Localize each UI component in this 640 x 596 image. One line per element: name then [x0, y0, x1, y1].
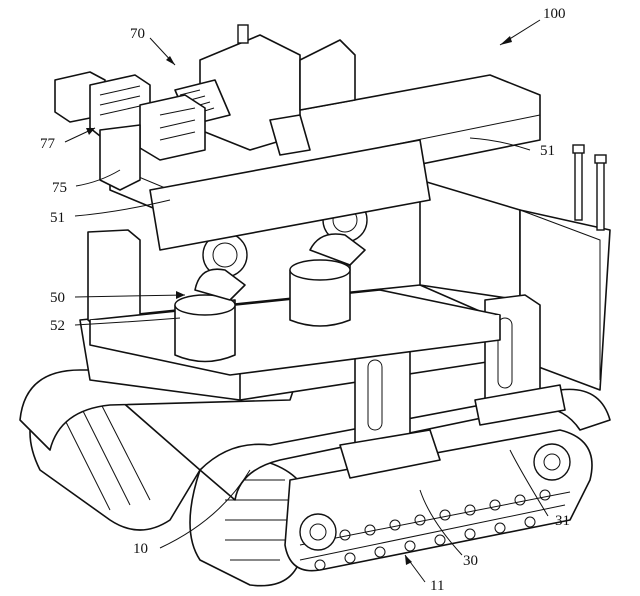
- left-crawler-track: [29, 399, 311, 587]
- label-11: 11: [430, 578, 444, 594]
- label-70: 70: [130, 26, 145, 42]
- label-51-left: 51: [50, 210, 65, 226]
- actuator-head: [174, 24, 356, 156]
- leader-lines: [64, 19, 549, 583]
- label-100: 100: [543, 6, 566, 22]
- label-10: 10: [133, 541, 148, 557]
- antennas: [572, 144, 607, 231]
- label-75: 75: [52, 180, 67, 196]
- reference-labels: 100 70 77 75 51 51 50 52 10 30 31 11: [40, 6, 570, 594]
- support-columns: [87, 229, 566, 479]
- label-50: 50: [50, 290, 65, 306]
- label-30: 30: [463, 553, 478, 569]
- motor-assembly: [54, 71, 206, 191]
- label-77: 77: [40, 136, 56, 152]
- label-31: 31: [555, 513, 570, 529]
- label-51-right: 51: [540, 143, 555, 159]
- label-52: 52: [50, 318, 65, 334]
- right-crawler-track: [284, 429, 593, 572]
